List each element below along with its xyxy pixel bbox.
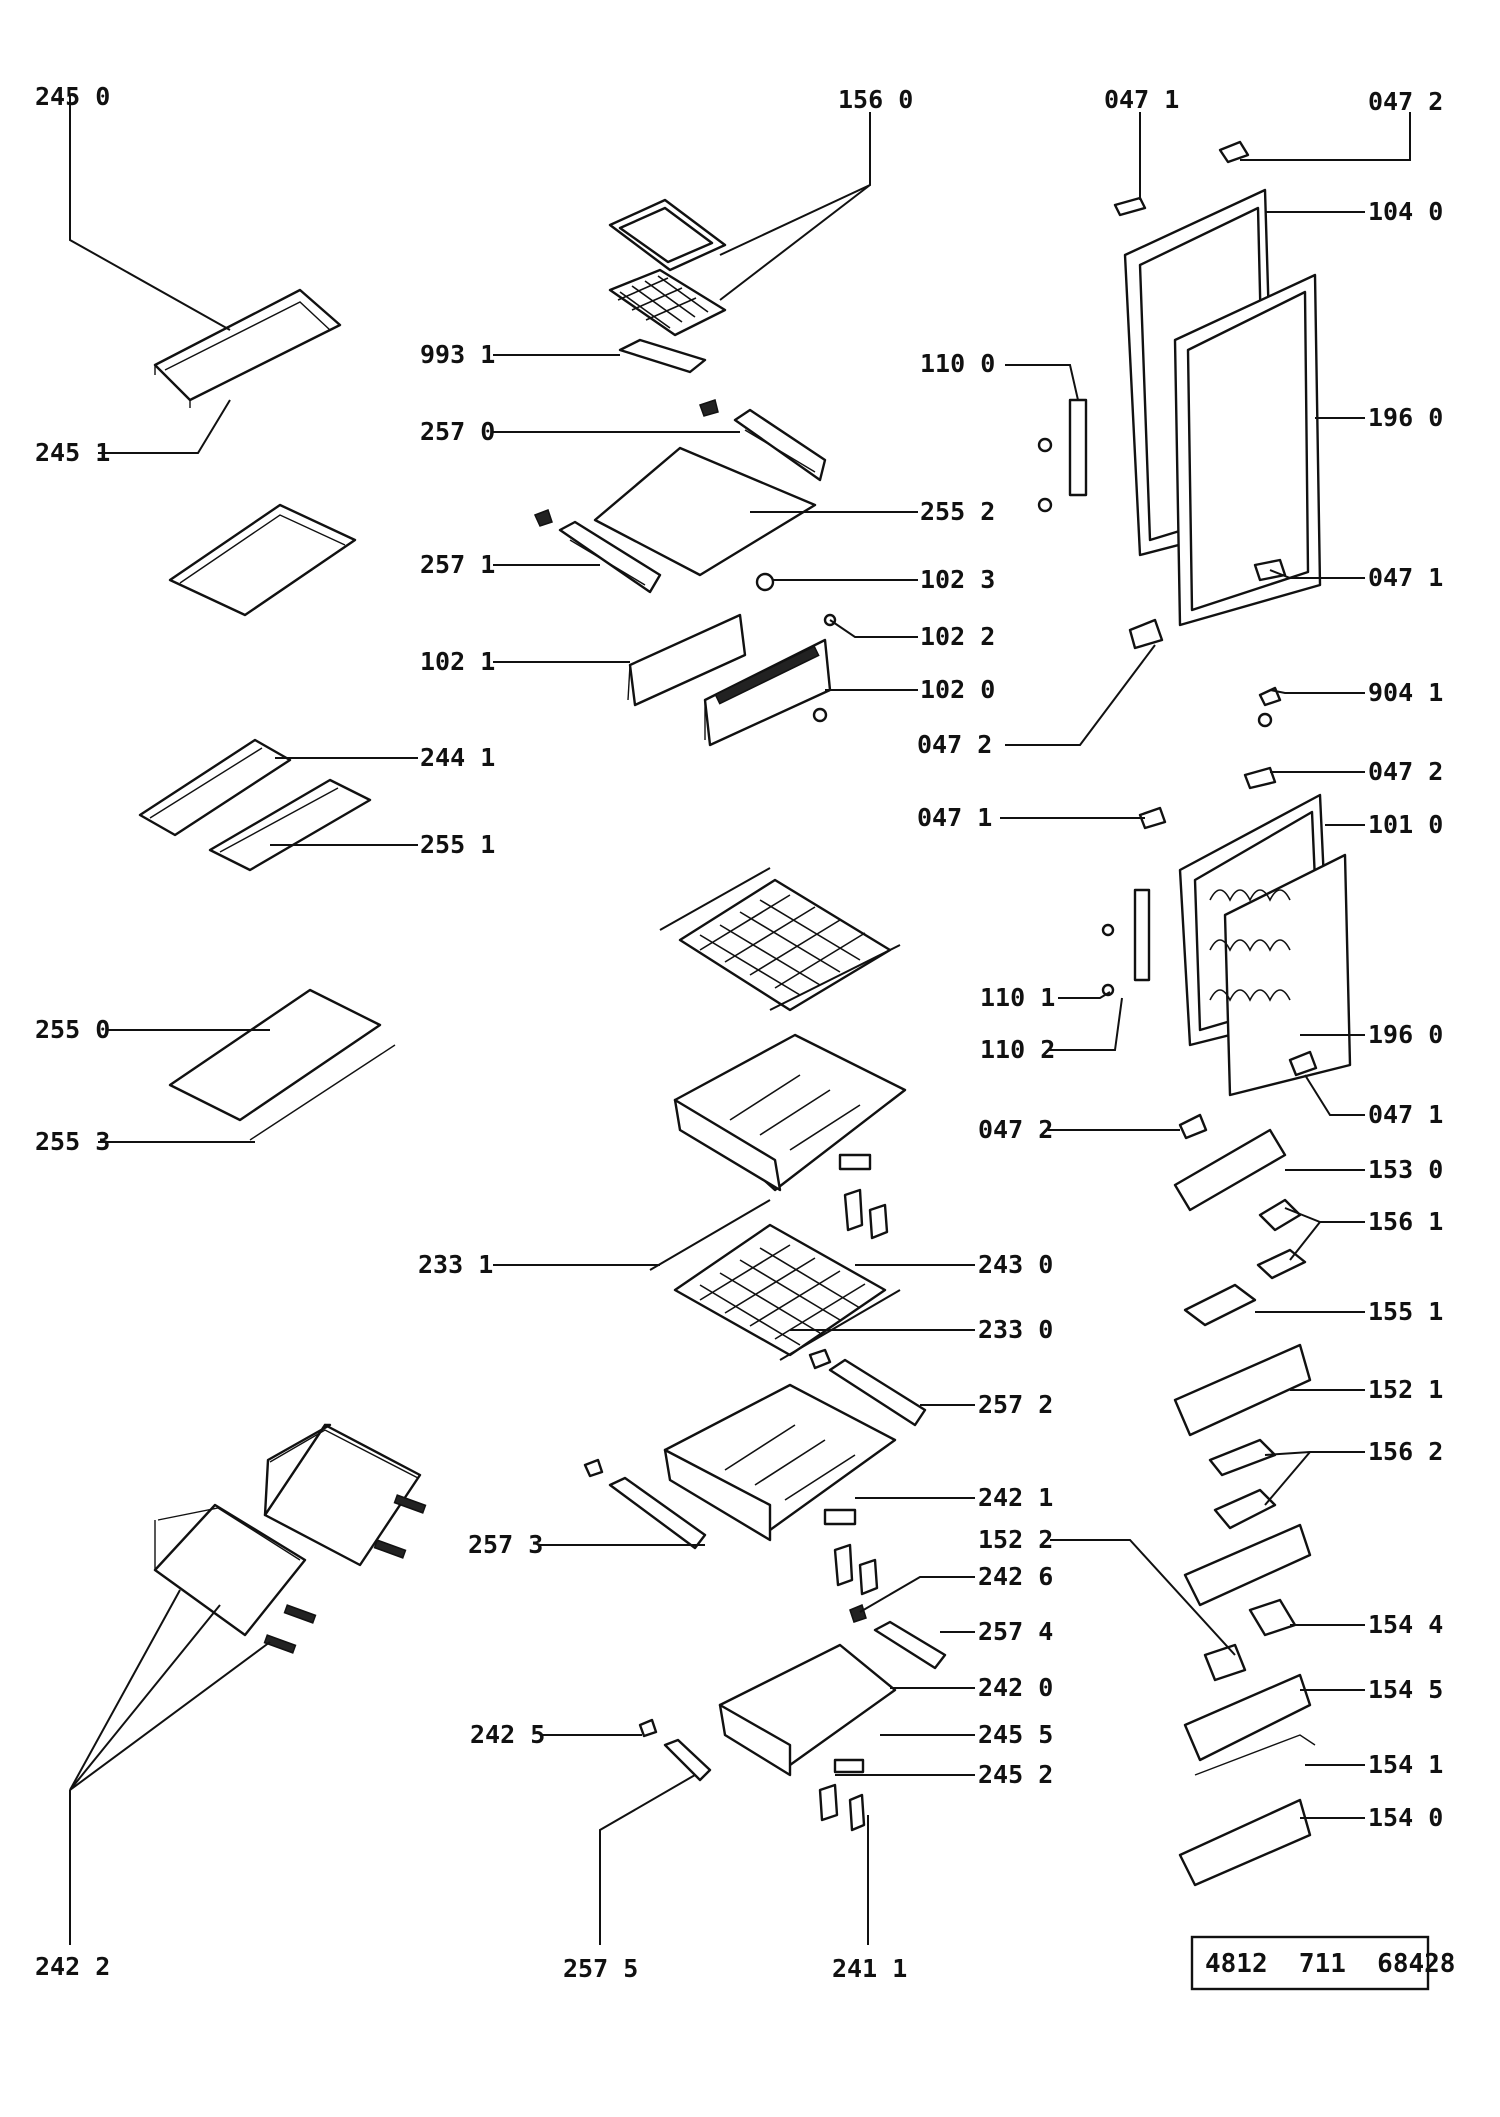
callout-label: 245 0: [35, 82, 110, 111]
callout-label: 110 0: [920, 349, 995, 378]
freezer-drawer-upper: [673, 1033, 907, 1192]
drawer-rail: [828, 1358, 927, 1427]
callout-label: 242 5: [470, 1720, 545, 1749]
ice-cube-tray: [608, 268, 727, 337]
crisper-box-front: [153, 1503, 307, 1637]
freezer-door: [1178, 793, 1352, 1097]
callout-label: 101 0: [1368, 810, 1443, 839]
shelf-plate: [593, 446, 817, 577]
crisper-box-rear: [263, 1423, 422, 1567]
callout-label: 047 2: [917, 730, 992, 759]
ice-tray-lid: [608, 198, 727, 272]
callout-label: 243 0: [978, 1250, 1053, 1279]
callout-label: 047 1: [1104, 85, 1179, 114]
callout-label: 257 1: [420, 550, 495, 579]
callout-labels: 245 0 245 1 156 0 993 1 257 0 255 2 257 …: [35, 82, 1443, 1983]
leader-lines: [69, 95, 1411, 1945]
callout-label: 233 0: [978, 1315, 1053, 1344]
callout-label: 102 2: [920, 622, 995, 651]
part-drawings: [138, 140, 1352, 1887]
callout-label: 047 2: [1368, 87, 1443, 116]
cover-panel-left: [627, 613, 747, 707]
callout-label: 245 5: [978, 1720, 1053, 1749]
callout-label: 242 6: [978, 1562, 1053, 1591]
glass-shelf-middle: [168, 503, 357, 617]
callout-label: 242 0: [978, 1673, 1053, 1702]
callout-label: 102 1: [420, 647, 495, 676]
callout-label: 257 4: [978, 1617, 1053, 1646]
callout-label: 047 1: [1368, 563, 1443, 592]
callout-label: 047 1: [917, 803, 992, 832]
callout-label: 154 4: [1368, 1610, 1443, 1639]
wire-rack-upper: [659, 867, 901, 1012]
door-handle: [1037, 398, 1088, 513]
shelf-pair: [138, 738, 372, 872]
callout-label: 155 1: [1368, 1297, 1443, 1326]
glass-shelf-upper: [153, 288, 342, 408]
callout-label: 233 1: [418, 1250, 493, 1279]
callout-label: 156 2: [1368, 1437, 1443, 1466]
callout-label: 047 2: [978, 1115, 1053, 1144]
wire-rack-lower: [649, 1199, 901, 1361]
callout-label: 110 1: [980, 983, 1055, 1012]
callout-label: 257 0: [420, 417, 495, 446]
callout-label: 904 1: [1368, 678, 1443, 707]
freezer-drawer-middle: [663, 1383, 897, 1542]
callout-label: 255 0: [35, 1015, 110, 1044]
shelf-rail-right: [733, 408, 827, 482]
callout-label: 196 0: [1368, 403, 1443, 432]
callout-label: 245 1: [35, 438, 110, 467]
callout-label: 102 3: [920, 565, 995, 594]
door-shelf-bins: [1173, 1128, 1316, 1887]
cover-panel-right: [703, 638, 832, 747]
callout-label: 154 1: [1368, 1750, 1443, 1779]
callout-label: 257 2: [978, 1390, 1053, 1419]
callout-label: 104 0: [1368, 197, 1443, 226]
callout-label: 156 0: [838, 85, 913, 114]
hinge-set-top: [1113, 140, 1287, 650]
callout-label: 102 0: [920, 675, 995, 704]
callout-label: 152 2: [978, 1525, 1053, 1554]
glass-plate: [168, 988, 396, 1141]
callout-label: 257 5: [563, 1954, 638, 1983]
callout-label: 993 1: [420, 340, 495, 369]
callout-label: 242 2: [35, 1952, 110, 1981]
callout-label: 241 1: [832, 1954, 907, 1983]
callout-label: 156 1: [1368, 1207, 1443, 1236]
callout-label: 154 5: [1368, 1675, 1443, 1704]
callout-label: 047 1: [1368, 1100, 1443, 1129]
part-number-box: 4812 711 68428: [1190, 1935, 1455, 1991]
callout-label: 257 3: [468, 1530, 543, 1559]
callout-label: 255 2: [920, 497, 995, 526]
fridge-door: [1123, 188, 1322, 627]
callout-label: 255 1: [420, 830, 495, 859]
callout-label: 047 2: [1368, 757, 1443, 786]
part-number: 4812 711 68428: [1205, 1949, 1455, 1979]
callout-label: 154 0: [1368, 1803, 1443, 1832]
callout-label: 110 2: [980, 1035, 1055, 1064]
callout-label: 244 1: [420, 743, 495, 772]
callout-label: 242 1: [978, 1483, 1053, 1512]
callout-label: 196 0: [1368, 1020, 1443, 1049]
callout-label: 255 3: [35, 1127, 110, 1156]
shelf-rail-left: [558, 520, 662, 594]
callout-label: 153 0: [1368, 1155, 1443, 1184]
callout-label: 245 2: [978, 1760, 1053, 1789]
freezer-drawer-lower: [718, 1643, 897, 1777]
callout-label: 152 1: [1368, 1375, 1443, 1404]
